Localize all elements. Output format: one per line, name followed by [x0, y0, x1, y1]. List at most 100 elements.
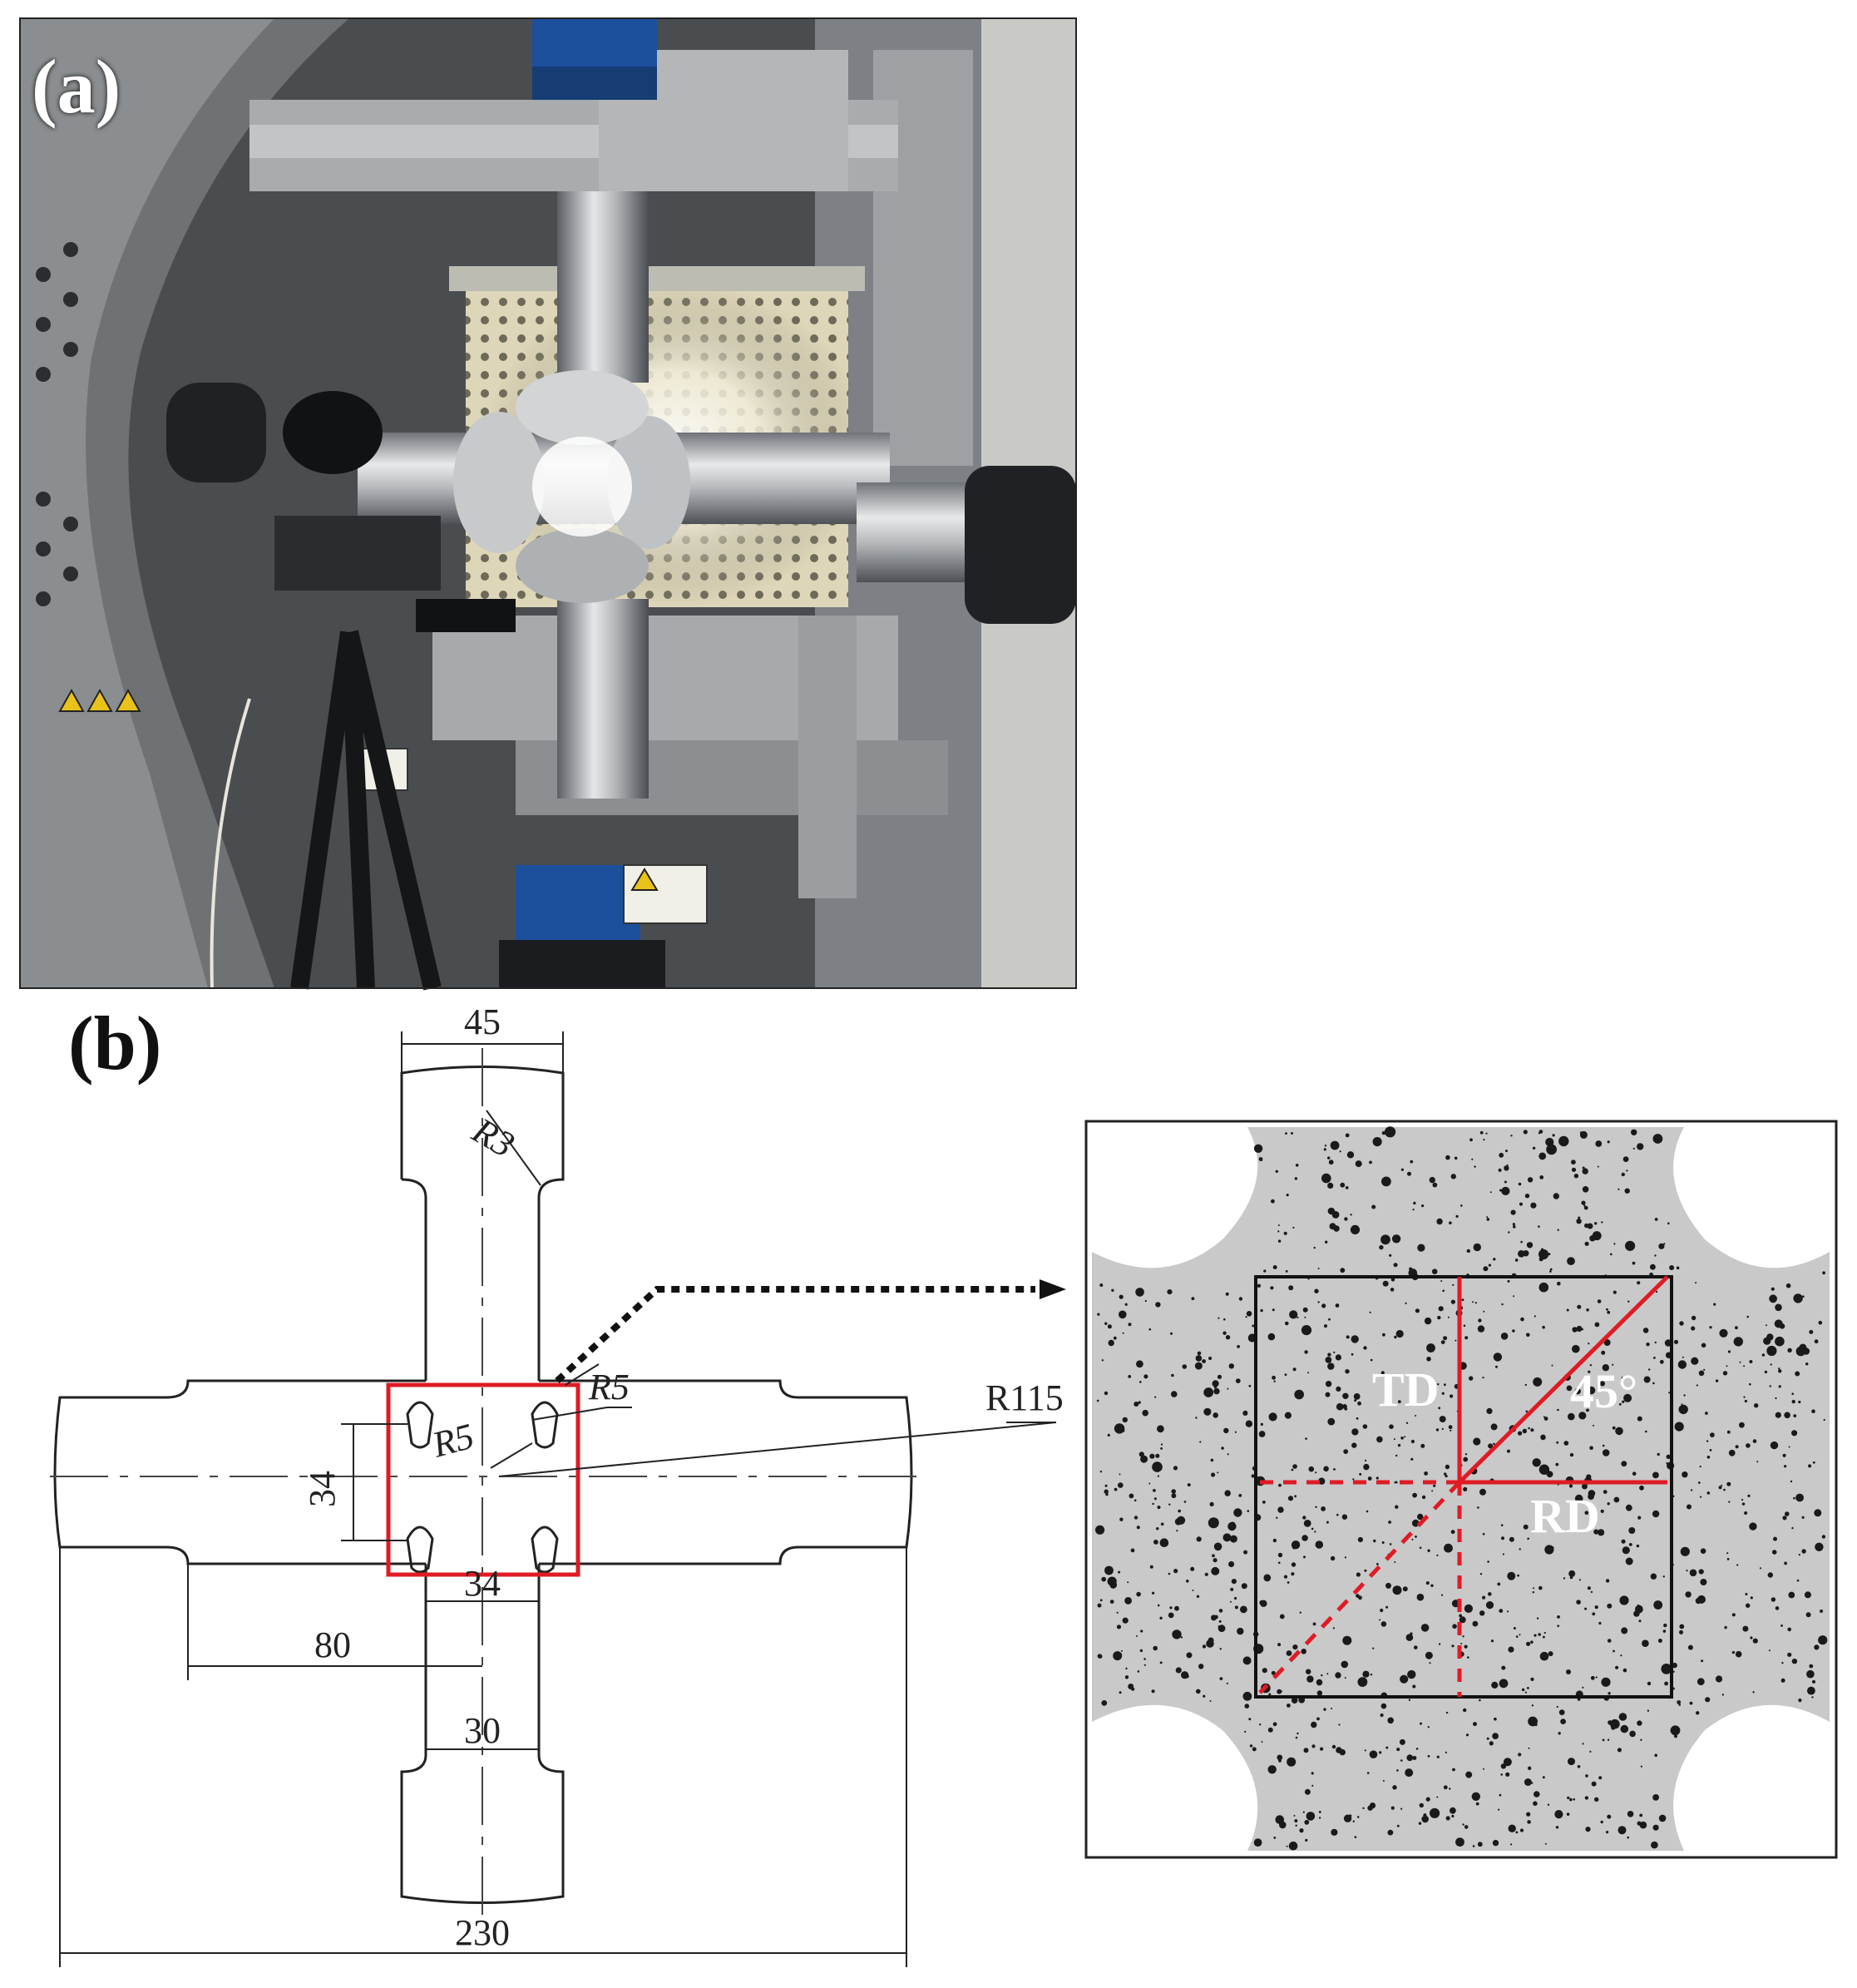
grip-bottom — [516, 528, 649, 603]
speckle-dot — [1390, 1278, 1395, 1282]
speckle-dot — [1548, 1651, 1553, 1657]
speckle-dot — [1218, 1609, 1223, 1613]
speckle-dot — [1507, 1449, 1510, 1453]
speckle-dot — [1311, 1721, 1317, 1728]
speckle-dot — [1494, 1717, 1497, 1721]
speckle-dot — [1519, 1828, 1524, 1832]
speckle-dot — [1400, 1759, 1403, 1762]
speckle-dot — [1584, 1241, 1589, 1246]
speckle-dot — [1618, 1402, 1622, 1406]
speckle-dot — [1196, 1536, 1202, 1542]
speckle-dot — [1510, 1843, 1513, 1846]
speckle-dot — [1198, 1664, 1204, 1669]
speckle-dot — [1128, 1375, 1132, 1378]
speckle-dot — [1194, 1362, 1203, 1370]
speckle-dot — [1272, 1308, 1275, 1312]
speckle-dot — [1443, 1336, 1448, 1341]
speckle-dot — [1595, 1676, 1598, 1679]
speckle-dot — [1603, 1490, 1608, 1494]
speckle-dot — [1302, 1811, 1305, 1813]
speckle-dot — [1291, 1540, 1301, 1550]
speckle-dot — [1566, 1669, 1571, 1674]
speckle-dot — [1771, 1597, 1776, 1602]
speckle-dot — [1153, 1645, 1158, 1651]
speckle-dot — [1573, 1174, 1579, 1179]
speckle-dot — [1349, 1814, 1352, 1817]
speckle-dot — [1442, 1289, 1445, 1293]
speckle-dot — [1433, 1484, 1436, 1487]
speckle-dot — [1143, 1374, 1148, 1379]
speckle-dot — [1412, 1756, 1417, 1760]
speckle-dot — [1272, 1722, 1277, 1727]
speckle-dot — [1469, 1138, 1473, 1142]
speckle-dot — [1539, 1175, 1544, 1179]
speckle-dot — [1485, 1132, 1488, 1135]
speckle-dot — [1303, 1748, 1309, 1753]
speckle-dot — [1498, 1168, 1502, 1172]
speckle-dot — [1587, 1223, 1593, 1229]
speckle-dot — [1420, 1443, 1425, 1448]
speckle-dot — [1313, 1246, 1316, 1249]
speckle-dot — [1212, 1412, 1218, 1418]
speckle-dot — [1700, 1548, 1706, 1554]
speckle-dot — [1585, 1827, 1591, 1832]
speckle-dot — [1652, 1382, 1655, 1385]
speckle-dot — [1367, 1476, 1372, 1481]
speckle-dot — [1654, 1218, 1658, 1221]
speckle-dot — [1445, 1711, 1449, 1714]
speckle-dot — [1628, 1527, 1636, 1534]
speckle-dot — [1497, 1582, 1501, 1586]
speckle-dot — [1594, 1222, 1598, 1225]
speckle-dot — [1351, 1335, 1359, 1343]
speckle-dot — [1513, 1225, 1516, 1229]
specimen-drawing: 45 R3 R5 R5 R115 34 34 80 30 230 TD 45° … — [50, 1001, 1838, 1967]
speckle-dot — [1524, 1778, 1532, 1786]
speckle-dot — [1357, 1401, 1361, 1406]
speckle-dot — [1413, 1201, 1416, 1205]
speckle-dot — [1513, 1627, 1516, 1629]
speckle-dot — [1380, 1234, 1390, 1245]
speckle-dot — [1538, 1585, 1543, 1590]
speckle-dot — [1369, 1160, 1372, 1165]
speckle-dot — [1628, 1543, 1632, 1546]
speckle-dot — [1318, 1477, 1326, 1485]
speckle-dot — [1508, 1231, 1510, 1234]
speckle-dot — [1686, 1570, 1688, 1572]
speckle-dot — [1095, 1525, 1105, 1535]
speckle-dot — [1471, 1158, 1474, 1160]
speckle-dot — [1784, 1561, 1788, 1565]
speckle-dot — [1244, 1730, 1247, 1733]
speckle-dot — [1687, 1644, 1693, 1650]
speckle-dot — [1119, 1691, 1122, 1694]
speckle-dot — [1343, 1449, 1349, 1454]
speckle-dot — [1685, 1591, 1692, 1598]
dim-outer-radius: R115 — [985, 1377, 1064, 1418]
speckle-dot — [1507, 1279, 1510, 1283]
speckle-dot — [1396, 1748, 1400, 1752]
speckle-dot — [1574, 1494, 1583, 1503]
speckle-dot — [1419, 1803, 1425, 1808]
speckle-dot — [1173, 1466, 1178, 1471]
speckle-dot — [1394, 1335, 1397, 1339]
speckle-dot — [1452, 1624, 1457, 1629]
speckle-dot — [1217, 1625, 1220, 1628]
speckle-dot — [1454, 1339, 1457, 1342]
speckle-dot — [1523, 1524, 1529, 1530]
speckle-dot — [1431, 1268, 1438, 1274]
speckle-dot — [1273, 1380, 1276, 1382]
speckle-dot — [1508, 1824, 1516, 1832]
speckle-dot — [1544, 1842, 1547, 1845]
speckle-dot — [1246, 1311, 1252, 1317]
speckle-dot — [1731, 1613, 1736, 1617]
speckle-dot — [1363, 1346, 1367, 1350]
speckle-dot — [1746, 1315, 1749, 1318]
speckle-dot — [1691, 1315, 1696, 1321]
speckle-dot — [1602, 1738, 1605, 1742]
speckle-dot — [1510, 1135, 1513, 1137]
speckle-dot — [1766, 1345, 1777, 1357]
speckle-dot — [1104, 1565, 1114, 1575]
speckle-dot — [1701, 1659, 1704, 1663]
speckle-dot — [1362, 1424, 1368, 1429]
speckle-dot — [1195, 1417, 1198, 1419]
speckle-dot — [1652, 1471, 1659, 1479]
